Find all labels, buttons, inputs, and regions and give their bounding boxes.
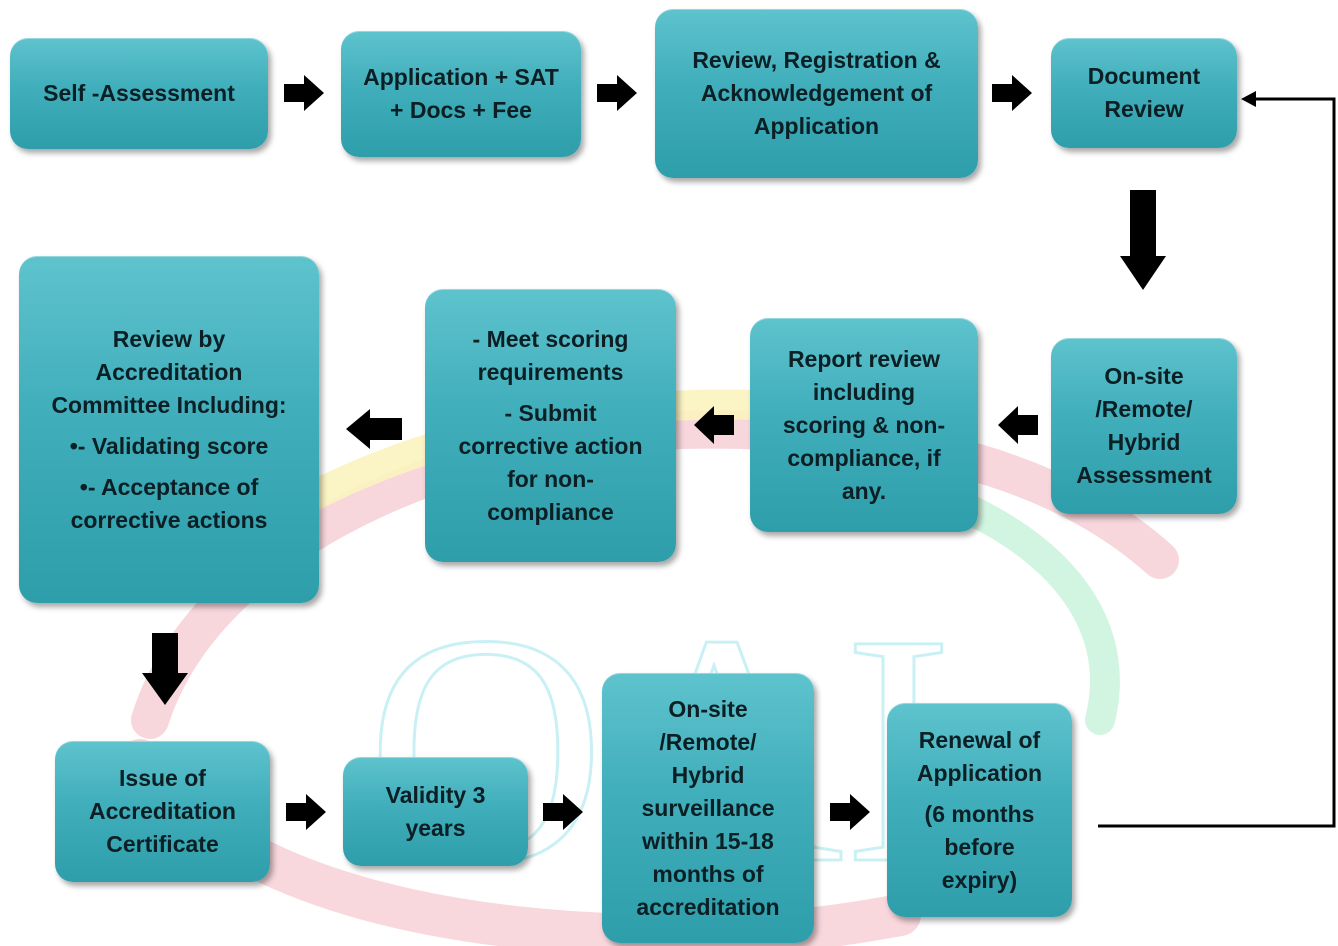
requirements-box: - Meet scoring requirements - Submit cor… [425, 289, 676, 562]
review-registration-box: Review, Registration & Acknowledgement o… [655, 9, 978, 178]
review-registration-line-3: Application [753, 113, 880, 139]
report-review-line-3: scoring & non- [782, 411, 946, 438]
arrow-left-icon [346, 409, 402, 449]
committee-review-line-1: Review by [112, 325, 226, 352]
renewal-line-3: (6 months [924, 800, 1035, 827]
document-review-line-1: Document [1087, 63, 1201, 89]
issue-certificate-box: Issue of Accreditation Certificate [55, 741, 270, 882]
report-review-line-5: any. [841, 477, 887, 504]
onsite-assessment-box: On-site /Remote/ Hybrid Assessment [1051, 338, 1237, 514]
self-assessment-line-1: Self -Assessment [43, 80, 235, 106]
committee-review-bullet-2-line-1: •- Acceptance of [79, 473, 259, 500]
arrow-right-icon [543, 794, 583, 830]
requirements-line-6: compliance [487, 498, 614, 525]
arrow-right-icon [830, 794, 870, 830]
surveillance-line-7: accreditation [636, 893, 780, 920]
renewal-box: Renewal of Application (6 months before … [887, 703, 1072, 917]
renewal-line-2: Application [916, 759, 1043, 786]
renewal-line-5: expiry) [941, 866, 1018, 893]
requirements-line-3: - Submit [504, 399, 597, 426]
surveillance-line-5: within 15-18 [642, 827, 774, 854]
issue-certificate-line-2: Accreditation [89, 798, 236, 824]
arrow-right-icon [286, 794, 326, 830]
surveillance-line-4: surveillance [641, 794, 775, 821]
validity-line-2: years [405, 814, 466, 841]
connector-arrowhead-icon [1241, 91, 1256, 107]
surveillance-line-6: months of [652, 860, 764, 887]
validity-line-1: Validity 3 [385, 781, 486, 808]
surveillance-box: On-site /Remote/ Hybrid surveillance wit… [602, 673, 814, 943]
application-box: Application + SAT + Docs + Fee [341, 31, 581, 157]
renewal-line-1: Renewal of [918, 726, 1041, 753]
application-line-2: + Docs + Fee [390, 97, 532, 123]
surveillance-line-3: Hybrid [671, 761, 745, 788]
report-review-box: Report review including scoring & non- c… [750, 318, 978, 532]
onsite-assessment-line-3: Hybrid [1107, 429, 1181, 455]
review-registration-line-2: Acknowledgement of [700, 80, 933, 106]
arrow-right-icon [284, 75, 324, 111]
self-assessment-box: Self -Assessment [10, 38, 268, 149]
document-review-box: Document Review [1051, 38, 1237, 148]
renewal-line-4: before [944, 833, 1015, 860]
review-registration-line-1: Review, Registration & [692, 47, 941, 73]
requirements-line-5: for non- [507, 465, 594, 492]
arrow-right-icon [992, 75, 1032, 111]
watermark-ring-green [945, 490, 1120, 735]
requirements-line-1: - Meet scoring [472, 325, 629, 352]
document-review-line-2: Review [1104, 96, 1184, 122]
report-review-line-2: including [812, 378, 916, 405]
surveillance-line-1: On-site [668, 695, 748, 722]
arrow-right-icon [597, 75, 637, 111]
report-review-line-1: Report review [787, 345, 941, 372]
arrow-down-icon [1120, 190, 1166, 290]
arrow-left-icon [998, 406, 1038, 444]
committee-review-box: Review by Accreditation Committee Includ… [19, 256, 319, 603]
issue-certificate-line-1: Issue of [119, 765, 206, 791]
onsite-assessment-line-4: Assessment [1076, 462, 1212, 488]
issue-certificate-line-3: Certificate [106, 831, 219, 857]
committee-review-line-2: Accreditation [95, 358, 243, 385]
onsite-assessment-line-2: /Remote/ [1095, 396, 1193, 422]
arrow-down-icon [142, 633, 188, 705]
committee-review-bullet-1: •- Validating score [69, 432, 269, 459]
surveillance-line-2: /Remote/ [659, 728, 757, 755]
report-review-line-4: compliance, if [787, 444, 941, 471]
requirements-line-2: requirements [477, 358, 624, 385]
validity-box: Validity 3 years [343, 757, 528, 866]
requirements-line-4: corrective action [458, 432, 643, 459]
committee-review-bullet-2-line-2: corrective actions [70, 506, 268, 533]
onsite-assessment-line-1: On-site [1104, 363, 1184, 389]
application-line-1: Application + SAT [363, 64, 559, 90]
committee-review-line-3: Committee Including: [51, 391, 287, 418]
arrow-left-icon [694, 406, 734, 444]
